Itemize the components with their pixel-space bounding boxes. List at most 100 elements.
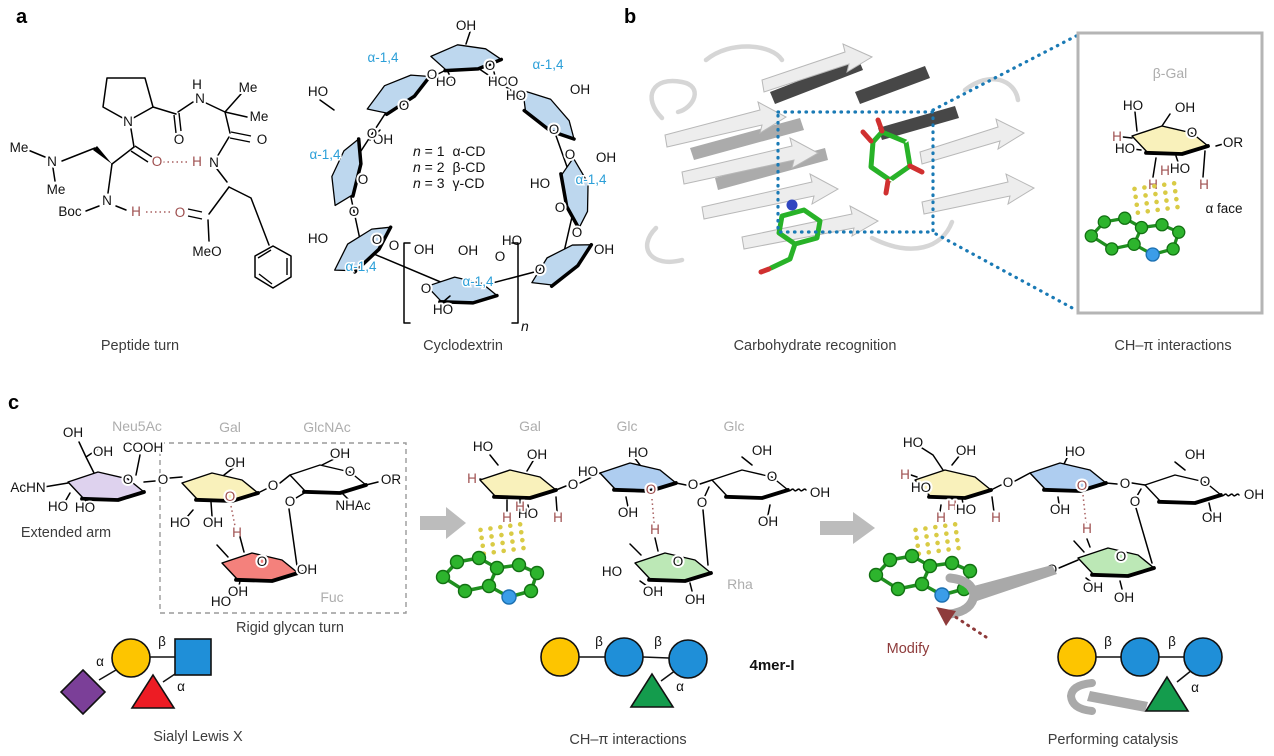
axial-h: H	[1160, 163, 1170, 178]
linkage-beta: β	[1168, 634, 1176, 649]
atom-label-oh: OH	[1185, 447, 1205, 462]
atom-label-ho: HO	[170, 515, 190, 530]
catalysis-structure: HO OH H HO H H HO H O HO O OH H O O OH O…	[867, 433, 1266, 748]
atom-label-ho: HO	[506, 88, 526, 103]
snfg-glc-circle	[1183, 637, 1223, 677]
atom-label-or: OR	[1223, 135, 1244, 150]
atom-label-oh: OH	[456, 18, 476, 33]
atom-label-h: H	[192, 77, 202, 92]
axial-h: H	[467, 471, 477, 486]
atom-label-ho: HO	[1123, 98, 1143, 113]
snfg-gal-circle	[1057, 637, 1097, 677]
atom-label-ho: HO	[1170, 161, 1190, 176]
atom-label-oh: OH	[203, 515, 223, 530]
glycosidic-o: O	[367, 126, 378, 141]
glycosidic-o: O	[285, 494, 296, 509]
residue-neu5ac: Neu5Ac	[112, 418, 162, 434]
atom-label-n: N	[209, 155, 219, 170]
atom-label-oh: OH	[956, 443, 976, 458]
atom-label-meo: MeO	[192, 244, 221, 259]
linkage-label: α-1,4	[575, 172, 607, 187]
snfg-gal-circle	[111, 638, 151, 678]
atom-label-ho: HO	[578, 464, 598, 479]
atom-label-ho: HO	[308, 231, 328, 246]
atom-label-oh: OH	[596, 150, 616, 165]
ring-o: O	[555, 200, 566, 215]
snfg-catalysis: β β α	[1057, 634, 1223, 715]
linkage-alpha: α	[177, 679, 185, 694]
bracket-subscript-n: n	[521, 318, 529, 334]
atom-label-ho: HO	[48, 499, 68, 514]
atom-label-oh: OH	[1050, 502, 1070, 517]
atom-label-oh: OH	[228, 584, 248, 599]
linkage-beta: β	[158, 634, 166, 649]
repeat-brackets	[403, 242, 519, 324]
hbond-o: O	[1077, 478, 1088, 493]
rigid-turn-caption: Rigid glycan turn	[236, 620, 344, 636]
glycosidic-o: O	[688, 477, 699, 492]
residue-glc: Glc	[617, 418, 638, 434]
axial-h: H	[553, 510, 563, 525]
glycosidic-o: O	[389, 238, 400, 253]
atom-label-or: OR	[381, 472, 402, 487]
glycosidic-o: O	[568, 477, 579, 492]
snfg-sialyl-lewis-x: α β α	[59, 634, 212, 716]
inset-caption: CH–π interactions	[1114, 338, 1231, 354]
atom-label-oh: OH	[810, 485, 830, 500]
snfg-glc-circle	[668, 639, 708, 679]
glycosidic-o: O	[268, 478, 279, 493]
linkage-beta: β	[595, 634, 603, 649]
ring-o: O	[399, 98, 410, 113]
atom-label-oh: OH	[297, 562, 317, 577]
ring-o: O	[1200, 474, 1211, 489]
linkage-alpha: α	[1191, 680, 1199, 695]
hbond-h: H	[1082, 521, 1092, 536]
rigid-turn-box	[159, 442, 407, 614]
atom-label-h: H	[192, 154, 202, 169]
snfg-gal-circle	[540, 637, 580, 677]
ring-o: O	[1116, 549, 1127, 564]
atom-label-ho: HO	[518, 506, 538, 521]
peptide-turn-structure: N O H N Me N Me N Boc H O MeO O Me Me N …	[8, 75, 292, 354]
snfg-4mer: β β α	[540, 634, 708, 708]
hbond-o: O	[646, 482, 657, 497]
ring-o: O	[485, 58, 496, 73]
atom-label-me: Me	[10, 140, 29, 155]
glycosidic-o: O	[1120, 476, 1131, 491]
atom-label-oh: OH	[63, 425, 83, 440]
aromatic-residue-sticks	[758, 199, 823, 275]
ring-o: O	[1187, 125, 1198, 140]
axial-h: H	[936, 510, 946, 525]
linkage-label: α-1,4	[462, 274, 494, 289]
panel-b-caption: Carbohydrate recognition	[734, 338, 897, 354]
snfg-rha-triangle	[1144, 675, 1190, 712]
cyclodextrin-structure: OH HO HO HO OH OH HO OH HO OH OH HO HO H…	[306, 16, 618, 354]
zoom-highlight-box	[776, 110, 935, 234]
atom-label-oh: OH	[594, 242, 614, 257]
snfg-rha-triangle	[629, 672, 675, 708]
atom-label-me: Me	[239, 80, 258, 95]
atom-label-o: O	[175, 205, 186, 220]
atom-label-ho: HO	[473, 439, 493, 454]
atom-label-ho: HO	[488, 74, 508, 89]
panel-c: Neu5Ac Gal GlcNAc Fuc OH OH COOH AcHN HO…	[8, 418, 1266, 748]
atom-label-oh: OH	[1202, 510, 1222, 525]
hbond-h: H	[650, 522, 660, 537]
axial-h: H	[1112, 129, 1122, 144]
ring-o: O	[535, 262, 546, 277]
residue-fuc: Fuc	[320, 589, 343, 605]
linkage-label: α-1,4	[367, 50, 399, 65]
atom-label-oh: OH	[527, 447, 547, 462]
atom-label-oh: OH	[414, 242, 434, 257]
atom-label-oh: OH	[330, 446, 350, 461]
glycosidic-o: O	[572, 225, 583, 240]
atom-label-oh: OH	[618, 505, 638, 520]
panel-b-letter: b	[624, 6, 637, 28]
sugar-name-label: β-Gal	[1153, 65, 1188, 81]
atom-label-oh: OH	[752, 443, 772, 458]
slex-caption: Sialyl Lewis X	[153, 729, 243, 745]
linkage-beta: β	[654, 634, 662, 649]
